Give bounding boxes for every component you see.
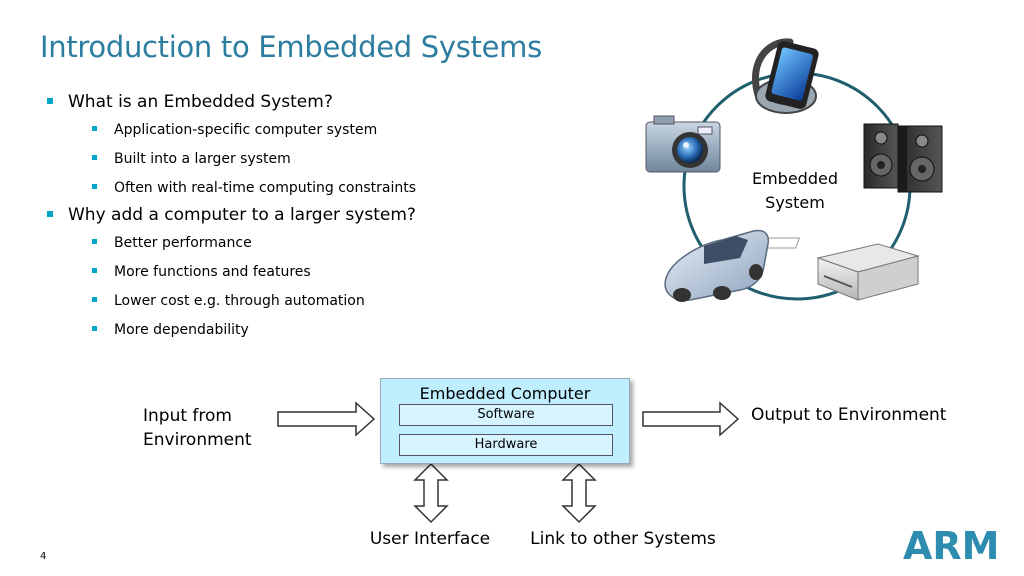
hardware-box: Hardware <box>399 434 613 456</box>
bullet-item: Built into a larger system <box>44 149 604 169</box>
user-interface-label: User Interface <box>369 529 491 549</box>
bullet-question-1: What is an Embedded System? <box>44 90 604 114</box>
embedded-system-label: Embedded System <box>745 167 845 215</box>
bullet-question-2: Why add a computer to a larger system? <box>44 203 604 227</box>
output-arrow <box>642 401 740 437</box>
software-box: Software <box>399 404 613 426</box>
embedded-computer-box: Embedded Computer Software Hardware <box>380 378 630 464</box>
slide-number: 4 <box>40 551 47 562</box>
slide-title: Introduction to Embedded Systems <box>40 30 542 64</box>
bullet-list: What is an Embedded System? Application-… <box>44 90 604 349</box>
input-arrow <box>277 401 376 437</box>
output-label: Output to Environment <box>751 405 947 425</box>
input-label-line2: Environment <box>143 430 252 450</box>
link-label: Link to other Systems <box>530 529 716 549</box>
bullet-item: Often with real-time computing constrain… <box>44 178 604 198</box>
user-interface-arrow <box>413 462 449 524</box>
embedded-label-line2: System <box>765 193 825 212</box>
bullet-item: Better performance <box>44 233 604 253</box>
bullet-item: More functions and features <box>44 262 604 282</box>
bullet-item: More dependability <box>44 320 604 340</box>
camera-icon <box>645 115 721 173</box>
bullet-item: Lower cost e.g. through automation <box>44 291 604 311</box>
smartphone-headphones-icon <box>752 38 819 114</box>
embedded-computer-title: Embedded Computer <box>419 384 591 403</box>
bullet-item: Application-specific computer system <box>44 120 604 140</box>
speakers-icon <box>863 123 943 193</box>
car-icon <box>664 229 770 302</box>
link-arrow <box>561 462 597 524</box>
input-label-line1: Input from <box>143 406 232 426</box>
embedded-label-line1: Embedded <box>751 169 838 188</box>
input-label: Input from Environment <box>143 404 252 452</box>
